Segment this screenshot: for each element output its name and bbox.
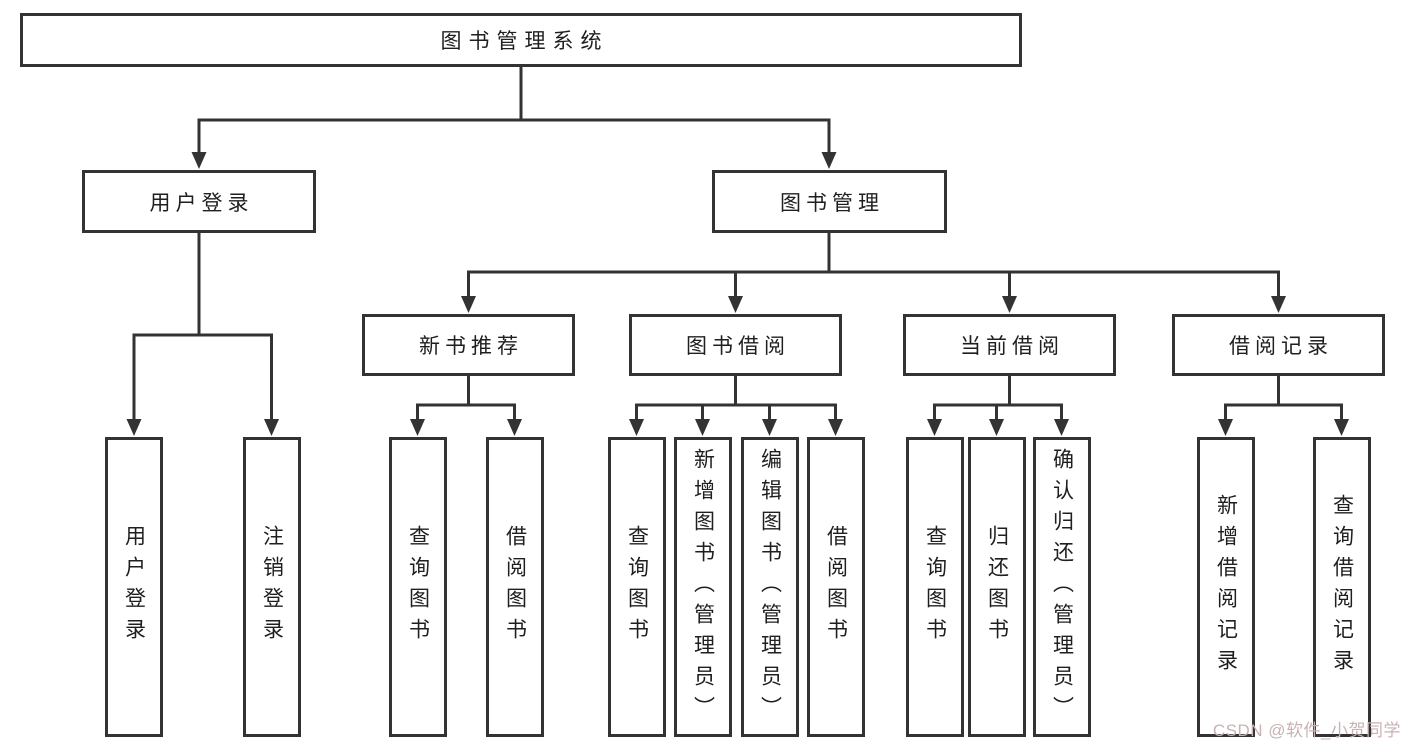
- leaf-cb-return-books: 归还图书: [968, 437, 1026, 737]
- connector-book-borrow-bar: [635, 403, 837, 421]
- arrowhead-bb-add: [695, 419, 710, 436]
- arrowhead-nb-borrow: [507, 419, 522, 436]
- arrowhead-bb-query: [629, 419, 644, 436]
- leaf-logout: 注销登录: [243, 437, 301, 737]
- node-current-borrow-label: 当前借阅: [960, 335, 1064, 358]
- leaf-br-add-record: 新增借阅记录: [1197, 437, 1255, 737]
- node-book-borrow: 图书借阅: [629, 314, 842, 376]
- connector-book-mgmt-bar: [467, 270, 1280, 298]
- node-root: 图书管理系统: [20, 13, 1022, 67]
- arrowhead-book-borrow: [728, 296, 743, 313]
- arrowhead-borrow-records: [1271, 296, 1286, 313]
- leaf-cb-query-books: 查询图书: [906, 437, 964, 737]
- arrowhead-leaf-login: [126, 419, 142, 436]
- arrowhead-cb-query: [927, 419, 942, 436]
- arrowhead-br-add: [1218, 419, 1233, 436]
- arrowhead-cb-confirm: [1054, 419, 1069, 436]
- leaf-nb-query-books: 查询图书: [389, 437, 447, 737]
- node-book-borrow-label: 图书借阅: [686, 335, 790, 358]
- arrowhead-bb-edit: [762, 419, 777, 436]
- node-new-book-rec: 新书推荐: [362, 314, 575, 376]
- node-user-login: 用户登录: [82, 170, 316, 233]
- node-current-borrow: 当前借阅: [903, 314, 1116, 376]
- connector-user-login-bar: [132, 333, 273, 421]
- leaf-cb-confirm-return-admin: 确认归还（管理员）: [1033, 437, 1091, 737]
- leaf-bb-add-books-admin: 新增图书（管理员）: [674, 437, 732, 737]
- leaf-bb-edit-books-admin: 编辑图书（管理员）: [741, 437, 799, 737]
- connector-root-bar: [197, 118, 831, 154]
- node-root-label: 图书管理系统: [440, 30, 609, 53]
- arrowhead-current-borrow: [1002, 296, 1017, 313]
- arrowhead-new-book: [461, 296, 476, 313]
- node-new-book-rec-label: 新书推荐: [419, 335, 523, 358]
- node-book-mgmt-label: 图书管理: [780, 191, 884, 215]
- arrowhead-user-login: [191, 152, 207, 169]
- node-book-mgmt: 图书管理: [712, 170, 947, 233]
- leaf-user-login: 用户登录: [105, 437, 163, 737]
- arrowhead-cb-return: [989, 419, 1004, 436]
- arrowhead-nb-query: [410, 419, 425, 436]
- leaf-nb-borrow-books: 借阅图书: [486, 437, 544, 737]
- leaf-bb-borrow-books: 借阅图书: [807, 437, 865, 737]
- arrowhead-bb-borrow: [828, 419, 843, 436]
- connector-new-book-bar: [416, 403, 516, 421]
- node-borrow-records: 借阅记录: [1172, 314, 1385, 376]
- arrowhead-br-query: [1334, 419, 1349, 436]
- node-user-login-label: 用户登录: [149, 191, 254, 215]
- leaf-br-query-record: 查询借阅记录: [1313, 437, 1371, 737]
- leaf-bb-query-books: 查询图书: [608, 437, 666, 737]
- arrowhead-book-mgmt: [821, 152, 837, 169]
- connector-borrow-records-bar: [1224, 403, 1343, 421]
- node-borrow-records-label: 借阅记录: [1229, 335, 1333, 358]
- watermark: CSDN @软件_小贺同学: [1212, 721, 1401, 740]
- arrowhead-leaf-logout: [264, 419, 279, 436]
